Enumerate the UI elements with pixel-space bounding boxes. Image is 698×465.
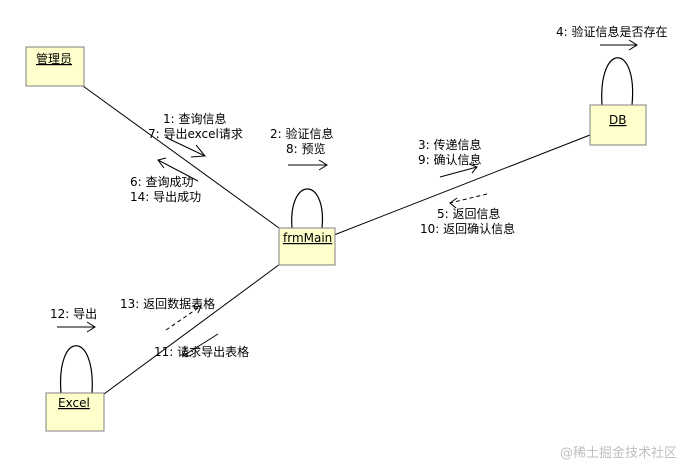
arrow-frmmain-to-db (439, 163, 478, 178)
object-frmmain[interactable]: frmMain (278, 227, 336, 266)
arrow-excel-to-frmmain (165, 305, 202, 331)
arrow-db-self (600, 39, 638, 51)
arrow-frmmain-self (288, 159, 328, 171)
watermark: @稀土掘金技术社区 (560, 445, 677, 461)
arrow-frmmain-to-excel (182, 333, 219, 357)
msg-9: 9: 确认信息 (418, 152, 482, 167)
object-db[interactable]: DB (589, 104, 647, 146)
msg-4: 4: 验证信息是否存在 (556, 24, 668, 39)
msg-11: 11: 请求导出表格 (154, 344, 249, 359)
msg-2: 2: 验证信息 (270, 126, 334, 141)
msg-14: 14: 导出成功 (130, 190, 201, 204)
msg-10: 10: 返回确认信息 (420, 221, 515, 236)
object-excel-label: Excel (58, 396, 90, 410)
link-frmmain-db (333, 134, 591, 236)
msg-6: 6: 查询成功 (130, 175, 194, 189)
object-excel[interactable]: Excel (45, 392, 105, 432)
arrow-frmmain-to-admin (157, 157, 199, 182)
link-admin-frmmain (82, 85, 280, 229)
msg-13: 13: 返回数据表格 (120, 296, 215, 311)
msg-12: 12: 导出 (50, 307, 97, 321)
msg-1: 1: 查询信息 (163, 111, 227, 126)
object-frmmain-label: frmMain (283, 231, 332, 245)
object-admin[interactable]: 管理员 (25, 46, 85, 87)
msg-7: 7: 导出excel请求 (148, 127, 243, 141)
self-loop-db (601, 57, 634, 106)
msg-8: 8: 预览 (286, 141, 326, 156)
self-loop-excel (60, 345, 93, 394)
link-frmmain-excel (103, 263, 281, 395)
msg-5: 5: 返回信息 (437, 206, 501, 221)
arrow-db-to-frmmain (449, 193, 488, 209)
object-admin-label: 管理员 (36, 51, 72, 66)
msg-3: 3: 传递信息 (418, 137, 482, 152)
arrow-admin-to-frmmain (164, 136, 206, 158)
object-db-label: DB (609, 113, 626, 127)
self-loop-frmmain (291, 188, 323, 229)
arrow-excel-self (57, 321, 96, 333)
